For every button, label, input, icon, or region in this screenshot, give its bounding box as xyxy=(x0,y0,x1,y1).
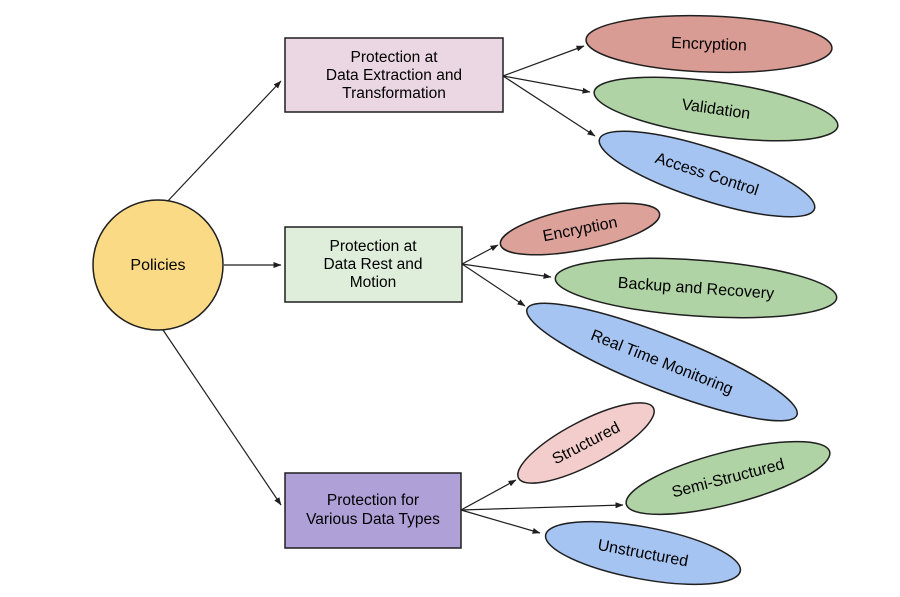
connector-box2-to-encryption xyxy=(461,244,499,265)
leaf-realtime-monitoring-ellipse xyxy=(525,302,799,422)
leaf-encryption-mid-ellipse xyxy=(499,202,661,256)
leaf-backup-recovery: Backup and Recovery xyxy=(554,257,838,319)
connector-box3-to-semistructured xyxy=(460,502,624,511)
connector-box2-to-backup xyxy=(461,263,552,279)
box1-rect xyxy=(284,37,504,113)
connector-root-to-box-3 xyxy=(160,326,282,506)
box2-label-line2: Data Rest and xyxy=(323,256,422,273)
leaf-encryption-top: Encryption xyxy=(585,14,833,74)
leaf-structured-ellipse xyxy=(517,402,655,484)
connector-box2-to-realtime xyxy=(461,263,526,307)
leaf-unstructured: Unstructured xyxy=(544,520,742,586)
leaf-structured: Structured xyxy=(517,402,655,484)
box3-rect xyxy=(284,472,462,549)
box1-label-line1: Protection at xyxy=(350,49,438,66)
connector-box1-to-encryption xyxy=(502,45,585,77)
connector-box3-to-unstructured xyxy=(460,509,541,534)
connector-root-to-box-1 xyxy=(165,80,282,204)
branch-box-extraction-transformation: Protection at Data Extraction and Transf… xyxy=(284,37,504,113)
box1-label-line2: Data Extraction and xyxy=(326,67,462,84)
leaf-realtime-monitoring: Real Time Monitoring xyxy=(525,302,799,422)
policies-circle xyxy=(92,199,224,331)
branch-box-data-types: Protection for Various Data Types xyxy=(284,472,462,549)
leaf-access-control-ellipse xyxy=(598,130,816,218)
leaf-validation: Validation xyxy=(593,76,839,142)
leaf-semi-structured: Semi-Structured xyxy=(625,440,831,516)
connector-box3-to-structured xyxy=(460,479,517,511)
connector-box1-to-access-control xyxy=(502,75,596,137)
leaf-encryption-top-ellipse xyxy=(585,14,833,74)
box2-label-line3: Motion xyxy=(350,274,397,291)
leaf-encryption-mid: Encryption xyxy=(499,202,661,256)
leaf-encryption-top-label: Encryption xyxy=(671,35,747,55)
leaf-unstructured-ellipse xyxy=(544,520,742,586)
box3-label-line2: Various Data Types xyxy=(306,511,440,528)
leaf-semi-structured-ellipse xyxy=(625,440,831,516)
policies-label: Policies xyxy=(130,257,185,274)
branch-box-rest-motion: Protection at Data Rest and Motion xyxy=(284,226,463,303)
leaf-validation-ellipse xyxy=(593,76,839,142)
connector-box1-to-validation xyxy=(502,75,591,94)
box2-label-line1: Protection at xyxy=(329,238,417,255)
box2-rect xyxy=(284,226,463,303)
box3-label-line1: Protection for xyxy=(327,492,419,509)
root-node-policies: Policies xyxy=(92,199,224,331)
box1-label-line3: Transformation xyxy=(342,85,446,102)
leaf-backup-recovery-ellipse xyxy=(554,257,838,319)
